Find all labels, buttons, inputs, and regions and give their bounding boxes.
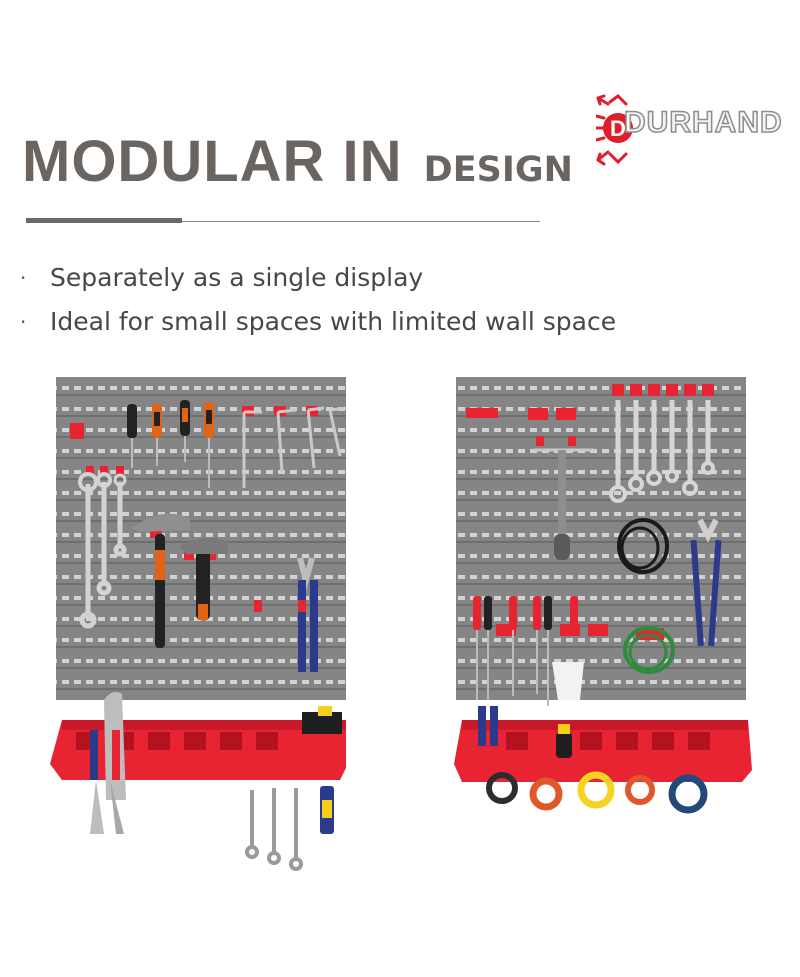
feature-text: Ideal for small spaces with limited wall… bbox=[50, 307, 617, 336]
divider-accent bbox=[26, 218, 182, 223]
feature-text: Separately as a single display bbox=[50, 263, 424, 292]
feature-item: · Ideal for small spaces with limited wal… bbox=[20, 300, 616, 344]
water-pump-pliers bbox=[297, 557, 318, 672]
divider-line bbox=[26, 221, 540, 222]
hammer-large bbox=[132, 513, 190, 648]
hex-key-set bbox=[242, 406, 347, 488]
wrench-set-right bbox=[615, 400, 711, 488]
svg-text:D: D bbox=[610, 116, 626, 141]
brand-logo: D DURHAND bbox=[594, 94, 792, 166]
hammer-small bbox=[180, 537, 228, 620]
logo-wordmark: DURHAND bbox=[623, 105, 783, 140]
screwdriver-set bbox=[127, 400, 214, 488]
bullet-icon: · bbox=[20, 266, 27, 290]
left-pegboard-panel bbox=[56, 377, 347, 700]
title-main: MODULAR IN bbox=[22, 129, 403, 194]
crab-emblem-icon: D bbox=[594, 94, 633, 166]
right-pegboard-panel bbox=[456, 377, 746, 706]
tape-rolls bbox=[486, 771, 708, 814]
right-tool-shelf bbox=[454, 706, 752, 814]
page-title: MODULAR IN DESIGN bbox=[22, 128, 573, 195]
title-sub: DESIGN bbox=[423, 150, 573, 190]
wrench-set-left bbox=[79, 482, 127, 629]
feature-item: · Separately as a single display bbox=[20, 256, 616, 300]
bullet-icon: · bbox=[20, 310, 27, 334]
feature-list: · Separately as a single display · Ideal f… bbox=[20, 256, 616, 344]
left-tool-shelf bbox=[50, 692, 346, 871]
product-illustration bbox=[50, 377, 752, 871]
